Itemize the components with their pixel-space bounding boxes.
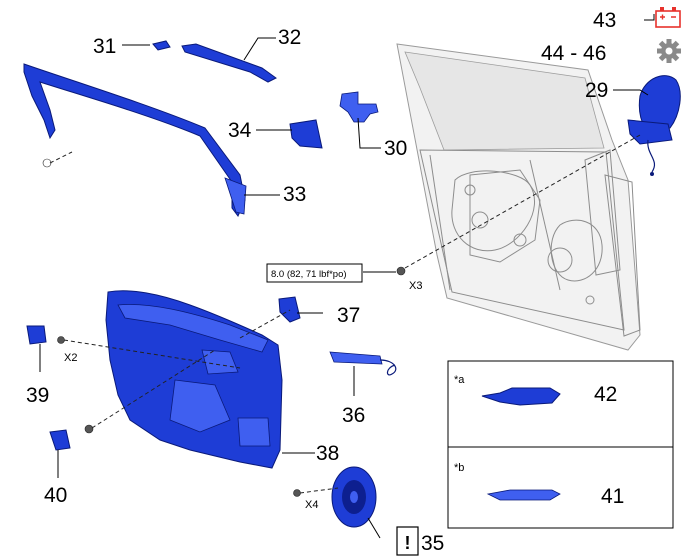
screw-icon bbox=[293, 489, 301, 497]
callout-40: 40 bbox=[44, 484, 67, 507]
clip-part bbox=[152, 40, 171, 51]
callout-37: 37 bbox=[337, 304, 360, 327]
trim-piece-part bbox=[289, 119, 323, 149]
callout-31: 31 bbox=[93, 35, 116, 58]
switch-base-part bbox=[486, 489, 561, 501]
speaker-part bbox=[331, 466, 377, 528]
gear-icon bbox=[657, 39, 681, 63]
frame-moulding-part bbox=[23, 63, 247, 217]
belt-moulding-part bbox=[181, 43, 277, 83]
torque-box bbox=[266, 263, 363, 283]
battery-icon bbox=[655, 7, 681, 28]
callout-39: 39 bbox=[26, 384, 49, 407]
inset-a: *a 42 bbox=[447, 360, 674, 448]
leader-lines bbox=[39, 14, 655, 539]
door-panel bbox=[396, 43, 641, 351]
screw-icon bbox=[396, 266, 406, 276]
callout-42: 42 bbox=[594, 383, 617, 406]
quantity-x2: X2 bbox=[64, 352, 77, 364]
screw-icon bbox=[57, 336, 65, 344]
inset-a-label: *a bbox=[454, 374, 465, 386]
inset-b: *b 41 bbox=[447, 446, 674, 529]
torque-spec: 8.0 (82, 71 lbf*po) bbox=[271, 269, 347, 280]
quantity-x4: X4 bbox=[305, 499, 318, 511]
bracket-part bbox=[339, 91, 379, 123]
mirror-part bbox=[627, 75, 681, 176]
notice-icon: ! bbox=[405, 533, 411, 553]
small-bracket-part bbox=[278, 296, 301, 323]
callout-33: 33 bbox=[283, 183, 306, 206]
callout-30: 30 bbox=[384, 137, 407, 160]
callout-38: 38 bbox=[316, 442, 339, 465]
screw-icon bbox=[84, 424, 94, 434]
wire-harness-part bbox=[329, 351, 397, 376]
quantity-x3: X3 bbox=[409, 280, 422, 292]
assembly-lines bbox=[49, 134, 641, 494]
switch-panel-part bbox=[481, 387, 561, 406]
notice-box bbox=[396, 526, 419, 556]
callout-29: 29 bbox=[585, 79, 608, 102]
callout-35: 35 bbox=[421, 532, 444, 555]
callout-32: 32 bbox=[278, 26, 301, 49]
inset-b-label: *b bbox=[454, 462, 464, 474]
grommet-icon bbox=[42, 158, 52, 168]
callout-34: 34 bbox=[228, 119, 252, 142]
callout-44-46: 44 - 46 bbox=[541, 42, 606, 65]
callout-41: 41 bbox=[601, 485, 624, 508]
callout-36: 36 bbox=[342, 404, 365, 427]
callout-43: 43 bbox=[593, 9, 616, 32]
door-trim-panel-part bbox=[105, 290, 283, 469]
cap-part bbox=[49, 429, 71, 451]
cover-part bbox=[26, 325, 47, 345]
